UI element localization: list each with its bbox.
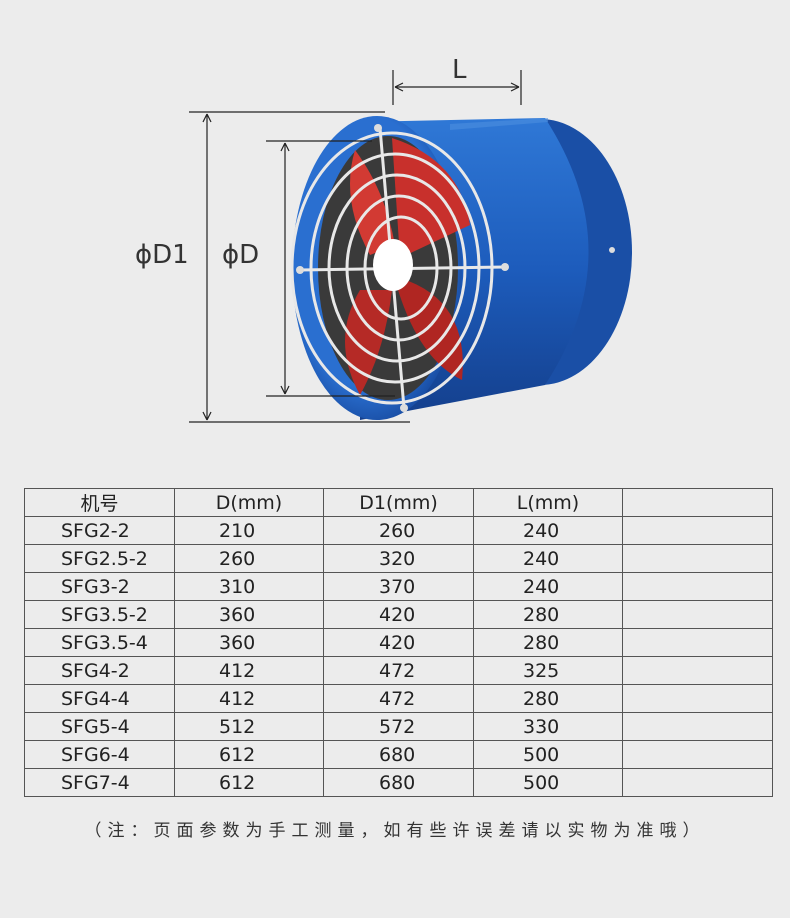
cell-l: 330 [473, 712, 623, 741]
cell-l: 240 [473, 572, 623, 601]
cell-d: 360 [174, 628, 324, 657]
cell-d1: 572 [323, 712, 474, 741]
cell-l: 280 [473, 684, 623, 713]
header-empty [622, 488, 773, 517]
cell-d1: 420 [323, 600, 474, 629]
cell-l: 325 [473, 656, 623, 685]
table-header-row: 机号 D(mm) D1(mm) L(mm) [24, 488, 773, 517]
table-row: SFG3.5-4 360 420 280 [24, 628, 773, 657]
cell-d1: 472 [323, 656, 474, 685]
cell-d1: 260 [323, 516, 474, 545]
table-row: SFG2-2 210 260 240 [24, 516, 773, 545]
cell-model: SFG2-2 [24, 516, 175, 545]
cell-d: 512 [174, 712, 324, 741]
table-row: SFG3.5-2 360 420 280 [24, 600, 773, 629]
table-row: SFG7-4 612 680 500 [24, 768, 773, 797]
cell-d: 412 [174, 684, 324, 713]
cell-d: 612 [174, 740, 324, 769]
fan-dimension-diagram: L ϕD1 ϕD [135, 55, 632, 423]
cell-empty [622, 572, 773, 601]
table-row: SFG4-4 412 472 280 [24, 684, 773, 713]
cell-d1: 420 [323, 628, 474, 657]
cell-model: SFG2.5-2 [24, 544, 175, 573]
cell-model: SFG3.5-2 [24, 600, 175, 629]
cell-model: SFG3-2 [24, 572, 175, 601]
cell-l: 280 [473, 600, 623, 629]
cell-d: 310 [174, 572, 324, 601]
cell-l: 240 [473, 516, 623, 545]
table-row: SFG6-4 612 680 500 [24, 740, 773, 769]
dimension-lines [189, 70, 522, 423]
cell-model: SFG7-4 [24, 768, 175, 797]
cell-model: SFG4-2 [24, 656, 175, 685]
table-row: SFG4-2 412 472 325 [24, 656, 773, 685]
cell-model: SFG4-4 [24, 684, 175, 713]
cell-d1: 680 [323, 768, 474, 797]
measurement-note: （注：页面参数为手工测量，如有些许误差请以实物为准哦） [84, 821, 706, 841]
cell-empty [622, 628, 773, 657]
cell-empty [622, 656, 773, 685]
cell-d1: 320 [323, 544, 474, 573]
cell-empty [622, 712, 773, 741]
label-d1: ϕD1 [135, 240, 189, 270]
header-d1: D1(mm) [323, 488, 474, 517]
cell-l: 500 [473, 740, 623, 769]
cell-empty [622, 544, 773, 573]
cell-d1: 680 [323, 740, 474, 769]
header-d: D(mm) [174, 488, 324, 517]
table-row: SFG2.5-2 260 320 240 [24, 544, 773, 573]
cell-empty [622, 516, 773, 545]
cell-d: 612 [174, 768, 324, 797]
cell-model: SFG5-4 [24, 712, 175, 741]
cell-empty [622, 600, 773, 629]
header-model: 机号 [24, 488, 175, 517]
cell-d: 210 [174, 516, 324, 545]
table-row: SFG5-4 512 572 330 [24, 712, 773, 741]
cell-empty [622, 684, 773, 713]
cell-l: 280 [473, 628, 623, 657]
label-d: ϕD [222, 240, 259, 270]
label-l: L [452, 55, 467, 85]
spec-table: 机号 D(mm) D1(mm) L(mm) SFG2-2 210 260 240… [24, 488, 773, 797]
cell-empty [622, 740, 773, 769]
cell-d: 412 [174, 656, 324, 685]
cell-l: 240 [473, 544, 623, 573]
fan-illustration [290, 116, 632, 420]
cell-d1: 370 [323, 572, 474, 601]
header-l: L(mm) [473, 488, 623, 517]
cell-d: 360 [174, 600, 324, 629]
cell-empty [622, 768, 773, 797]
cell-d1: 472 [323, 684, 474, 713]
cell-model: SFG3.5-4 [24, 628, 175, 657]
table-row: SFG3-2 310 370 240 [24, 572, 773, 601]
cell-l: 500 [473, 768, 623, 797]
cell-model: SFG6-4 [24, 740, 175, 769]
cell-d: 260 [174, 544, 324, 573]
